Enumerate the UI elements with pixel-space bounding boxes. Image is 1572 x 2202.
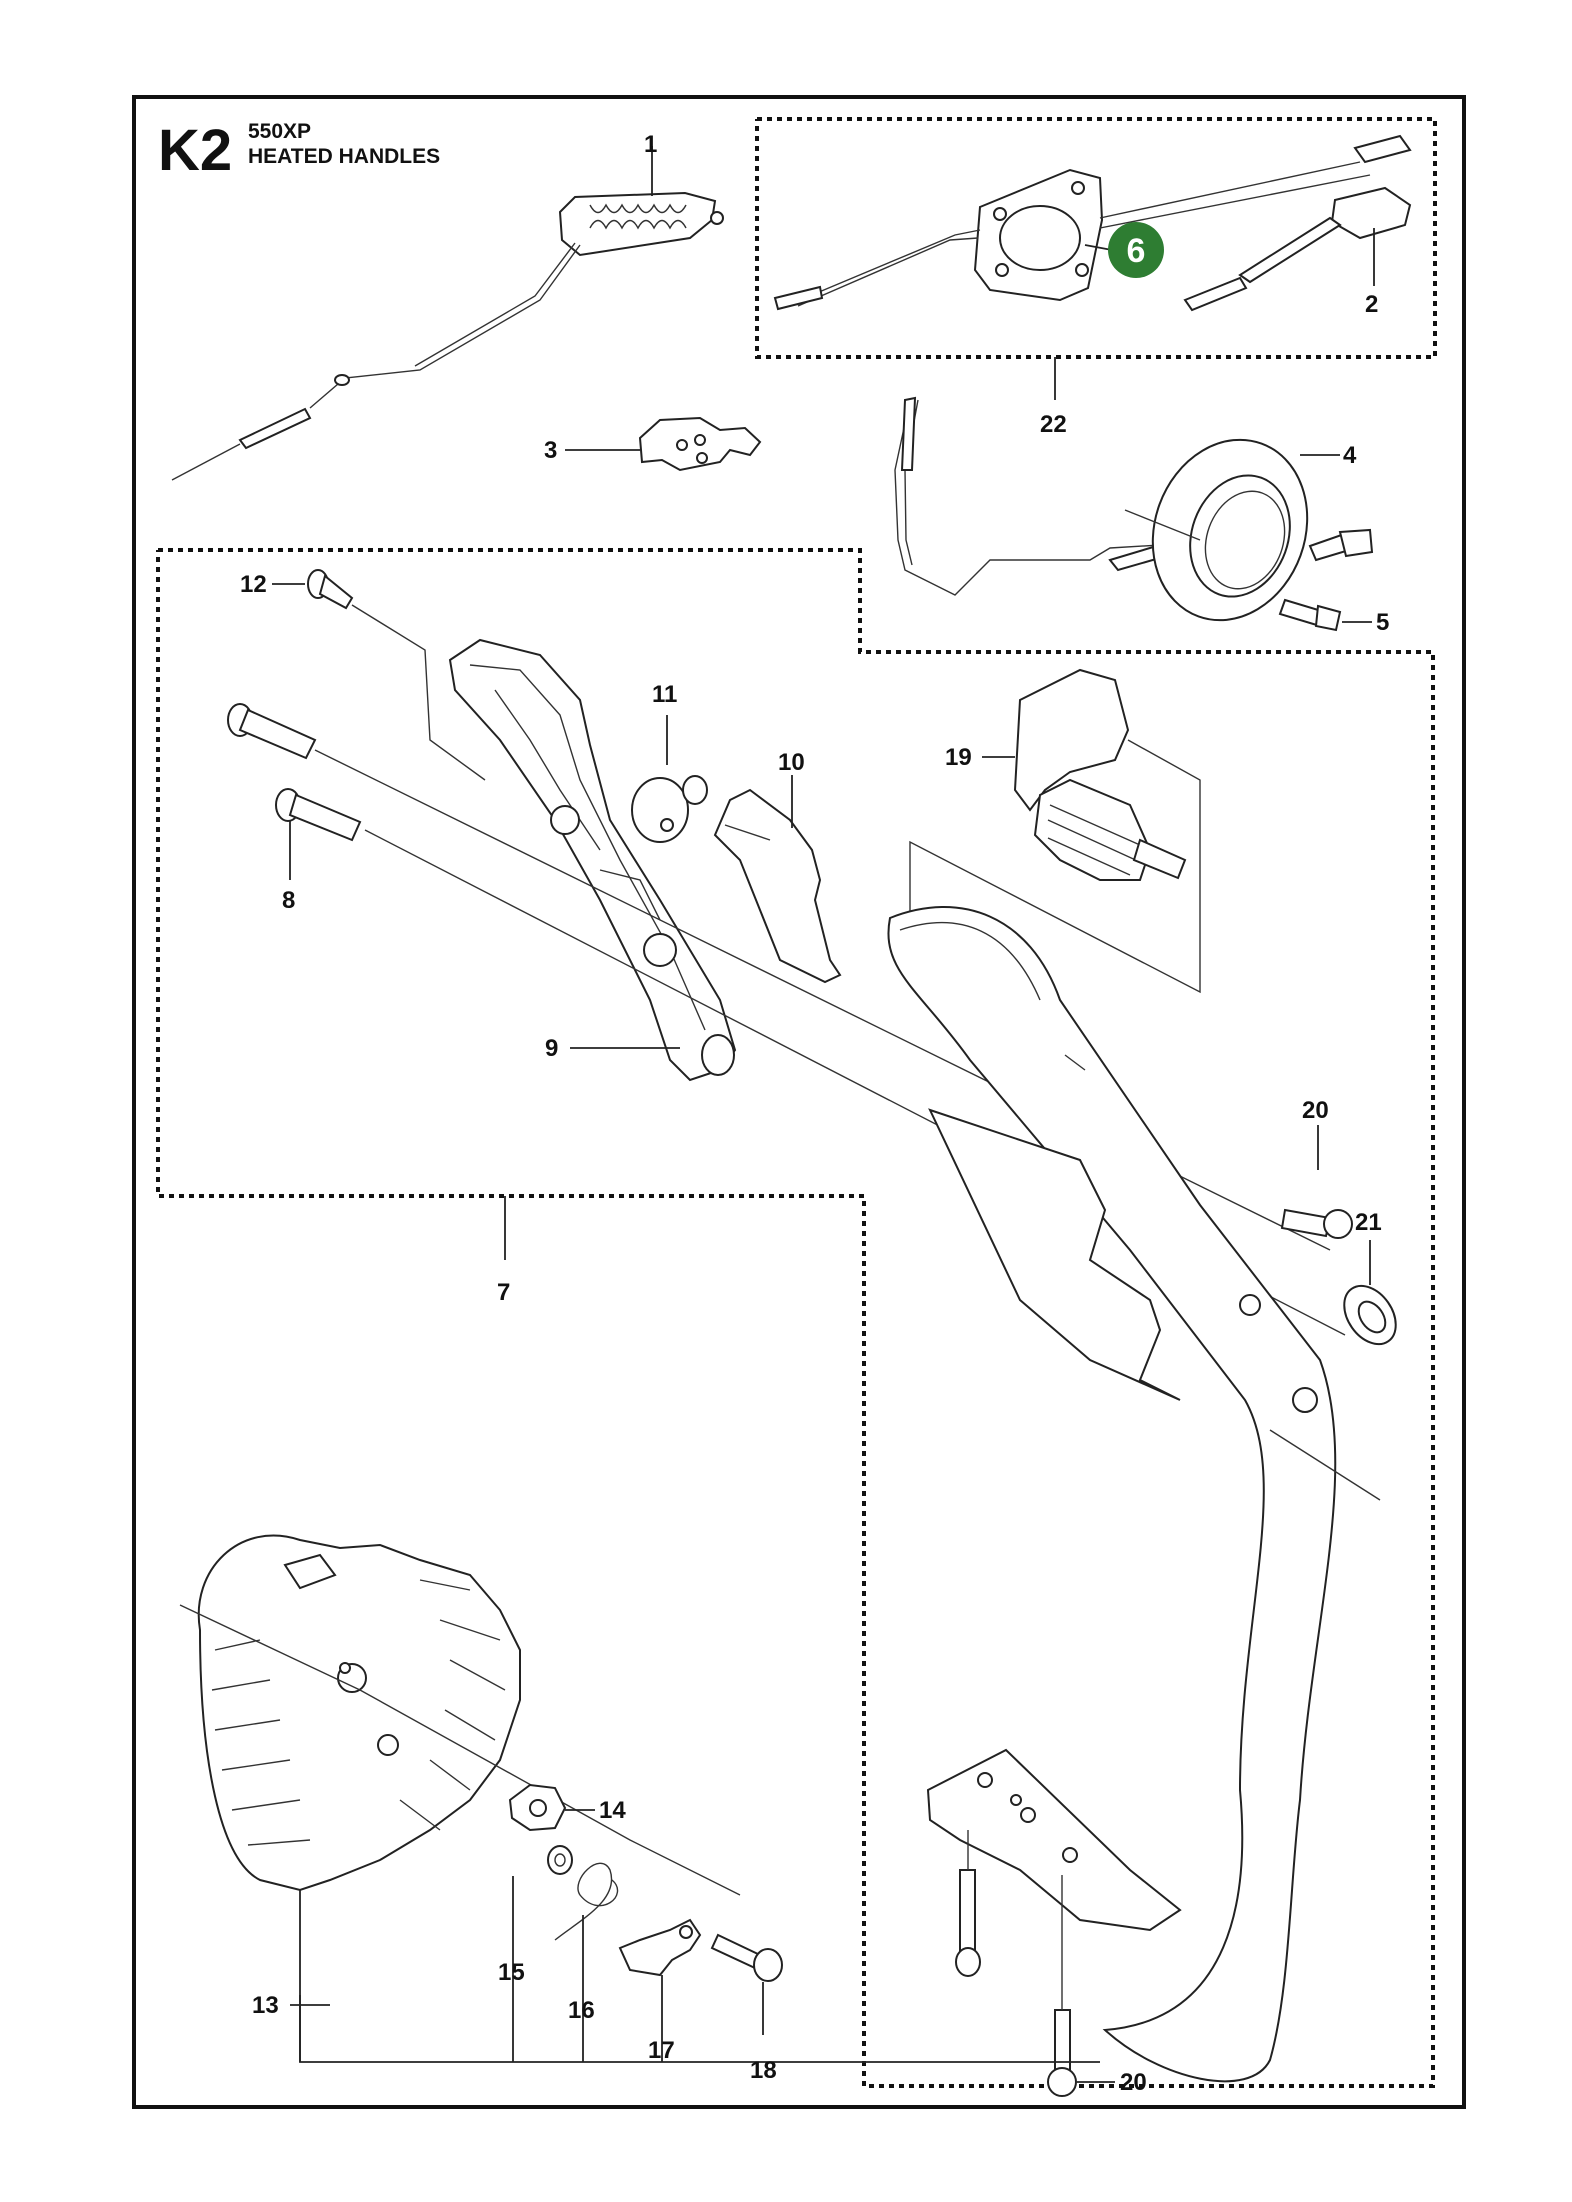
highlight-badge — [1108, 222, 1164, 278]
group-box-7 — [156, 548, 1435, 2088]
callout-5: 5 — [1376, 609, 1389, 636]
grommet-part — [1343, 1240, 1397, 1346]
washer-part — [512, 1845, 573, 2062]
callout-18: 18 — [750, 2057, 777, 2084]
trigger-part — [713, 775, 842, 984]
pawl-part — [618, 1918, 702, 2062]
callout-11: 11 — [652, 681, 677, 708]
callout-19: 19 — [945, 744, 972, 771]
model-name: 550XP — [248, 120, 311, 143]
bracket-part — [565, 416, 762, 472]
callout-3: 3 — [544, 437, 557, 464]
screw-part-20-lower — [955, 1830, 1115, 2097]
flywheel-part — [179, 1534, 1100, 2063]
screw-part-18 — [710, 1933, 783, 2035]
screw-part-20-upper — [1280, 1125, 1353, 1239]
callout-6: 6 — [1127, 232, 1146, 270]
callout-10: 10 — [778, 749, 805, 776]
switch-ring-part — [894, 396, 1340, 622]
knob-part — [631, 715, 708, 843]
callout-22: 22 — [1040, 411, 1067, 438]
callout-14: 14 — [599, 1797, 626, 1824]
spring-part — [554, 1862, 619, 2062]
callout-20-upper: 20 — [1302, 1097, 1329, 1124]
callout-16: 16 — [568, 1997, 595, 2024]
callout-13: 13 — [252, 1992, 279, 2019]
callout-4: 4 — [1343, 442, 1357, 469]
callout-9: 9 — [545, 1035, 558, 1062]
callout-8: 8 — [282, 887, 295, 914]
callout-17: 17 — [648, 2037, 675, 2064]
nut-part — [508, 1783, 595, 1832]
callout-7: 7 — [497, 1279, 510, 1306]
callout-6-badge: 6 — [1108, 222, 1164, 278]
callout-20-lower: 20 — [1120, 2069, 1147, 2096]
page-code: K2 — [158, 118, 232, 183]
handle-housing-part — [448, 638, 737, 1082]
page-title: HEATED HANDLES — [248, 145, 440, 168]
callout-2: 2 — [1365, 291, 1378, 318]
screw-part-5 — [1278, 528, 1374, 632]
front-handle-bar — [887, 906, 1381, 2083]
screw-part-12 — [272, 569, 486, 781]
diagram-frame — [132, 95, 1466, 2109]
gasket-part — [773, 134, 1412, 311]
callout-15: 15 — [498, 1959, 525, 1986]
switch-connector-part — [1183, 186, 1412, 312]
callout-1: 1 — [644, 131, 657, 158]
callout-21: 21 — [1355, 1209, 1382, 1236]
callout-12: 12 — [240, 571, 267, 598]
heating-element-part — [171, 146, 724, 481]
damper-part — [909, 668, 1201, 994]
group-box-22 — [755, 117, 1437, 359]
